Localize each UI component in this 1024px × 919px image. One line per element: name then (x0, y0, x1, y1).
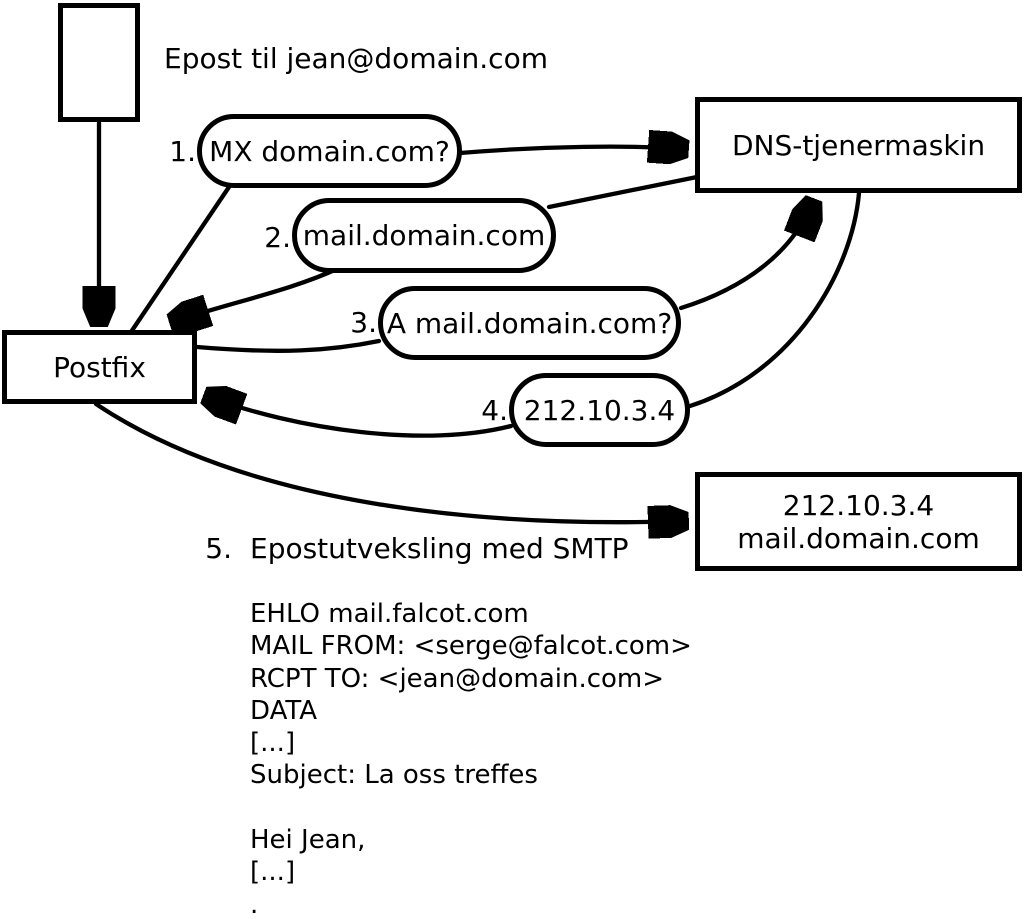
smtp-line: . (250, 889, 259, 919)
pill-mx-query: MX domain.com? (197, 114, 462, 188)
smtp-line: Subject: La oss treffes (250, 760, 538, 791)
arrow-mx-answer-to-postfix (172, 265, 342, 322)
arrow-a-answer-to-postfix (206, 396, 514, 438)
smtp-line: MAIL FROM: <serge@falcot.com> (250, 631, 692, 662)
step-number-4: 4. (481, 394, 508, 427)
step-number-5: 5. (205, 532, 232, 565)
line-dns-to-a-answer (687, 190, 862, 409)
step-number-2: 2. (264, 221, 291, 254)
pill-a-answer-label: 212.10.3.4 (523, 393, 676, 427)
mail-title: Epost til jean@domain.com (164, 42, 548, 75)
envelope-node (58, 3, 140, 122)
step-number-1: 1. (169, 135, 196, 168)
mail-server-node: 212.10.3.4 mail.domain.com (695, 472, 1022, 571)
smtp-line: [...] (250, 728, 296, 759)
pill-mx-query-label: MX domain.com? (209, 134, 450, 168)
postfix-node: Postfix (2, 330, 197, 404)
smtp-line: EHLO mail.falcot.com (250, 599, 529, 629)
postfix-label: Postfix (53, 350, 146, 384)
smtp-line: DATA (250, 695, 317, 726)
arrow-postfix-to-mailserver (93, 401, 686, 522)
pill-a-answer: 212.10.3.4 (509, 373, 690, 447)
arrow-mx-query-to-dns (457, 147, 686, 153)
smtp-line: Hei Jean, (250, 825, 366, 856)
line-dns-to-mx-answer (546, 174, 700, 210)
pill-mx-answer: mail.domain.com (292, 198, 556, 273)
dns-server-label: DNS-tjenermaskin (731, 128, 986, 162)
mail-server-ip: 212.10.3.4 (782, 488, 935, 522)
pill-a-query-label: A mail.domain.com? (386, 306, 673, 340)
smtp-line: RCPT TO: <jean@domain.com> (250, 663, 665, 694)
step-number-3: 3. (350, 306, 377, 339)
line-postfix-to-a-query (194, 338, 382, 353)
smtp-step-label: Epostutveksling med SMTP (250, 532, 629, 565)
mail-server-host: mail.domain.com (737, 521, 980, 555)
arrow-a-query-to-dns (678, 201, 813, 311)
line-postfix-to-mx-query (128, 184, 232, 335)
dns-server-node: DNS-tjenermaskin (695, 97, 1022, 193)
smtp-line (250, 792, 692, 824)
pill-mx-answer-label: mail.domain.com (302, 219, 546, 252)
pill-a-query: A mail.domain.com? (378, 286, 681, 360)
smtp-line: [...] (250, 857, 296, 888)
